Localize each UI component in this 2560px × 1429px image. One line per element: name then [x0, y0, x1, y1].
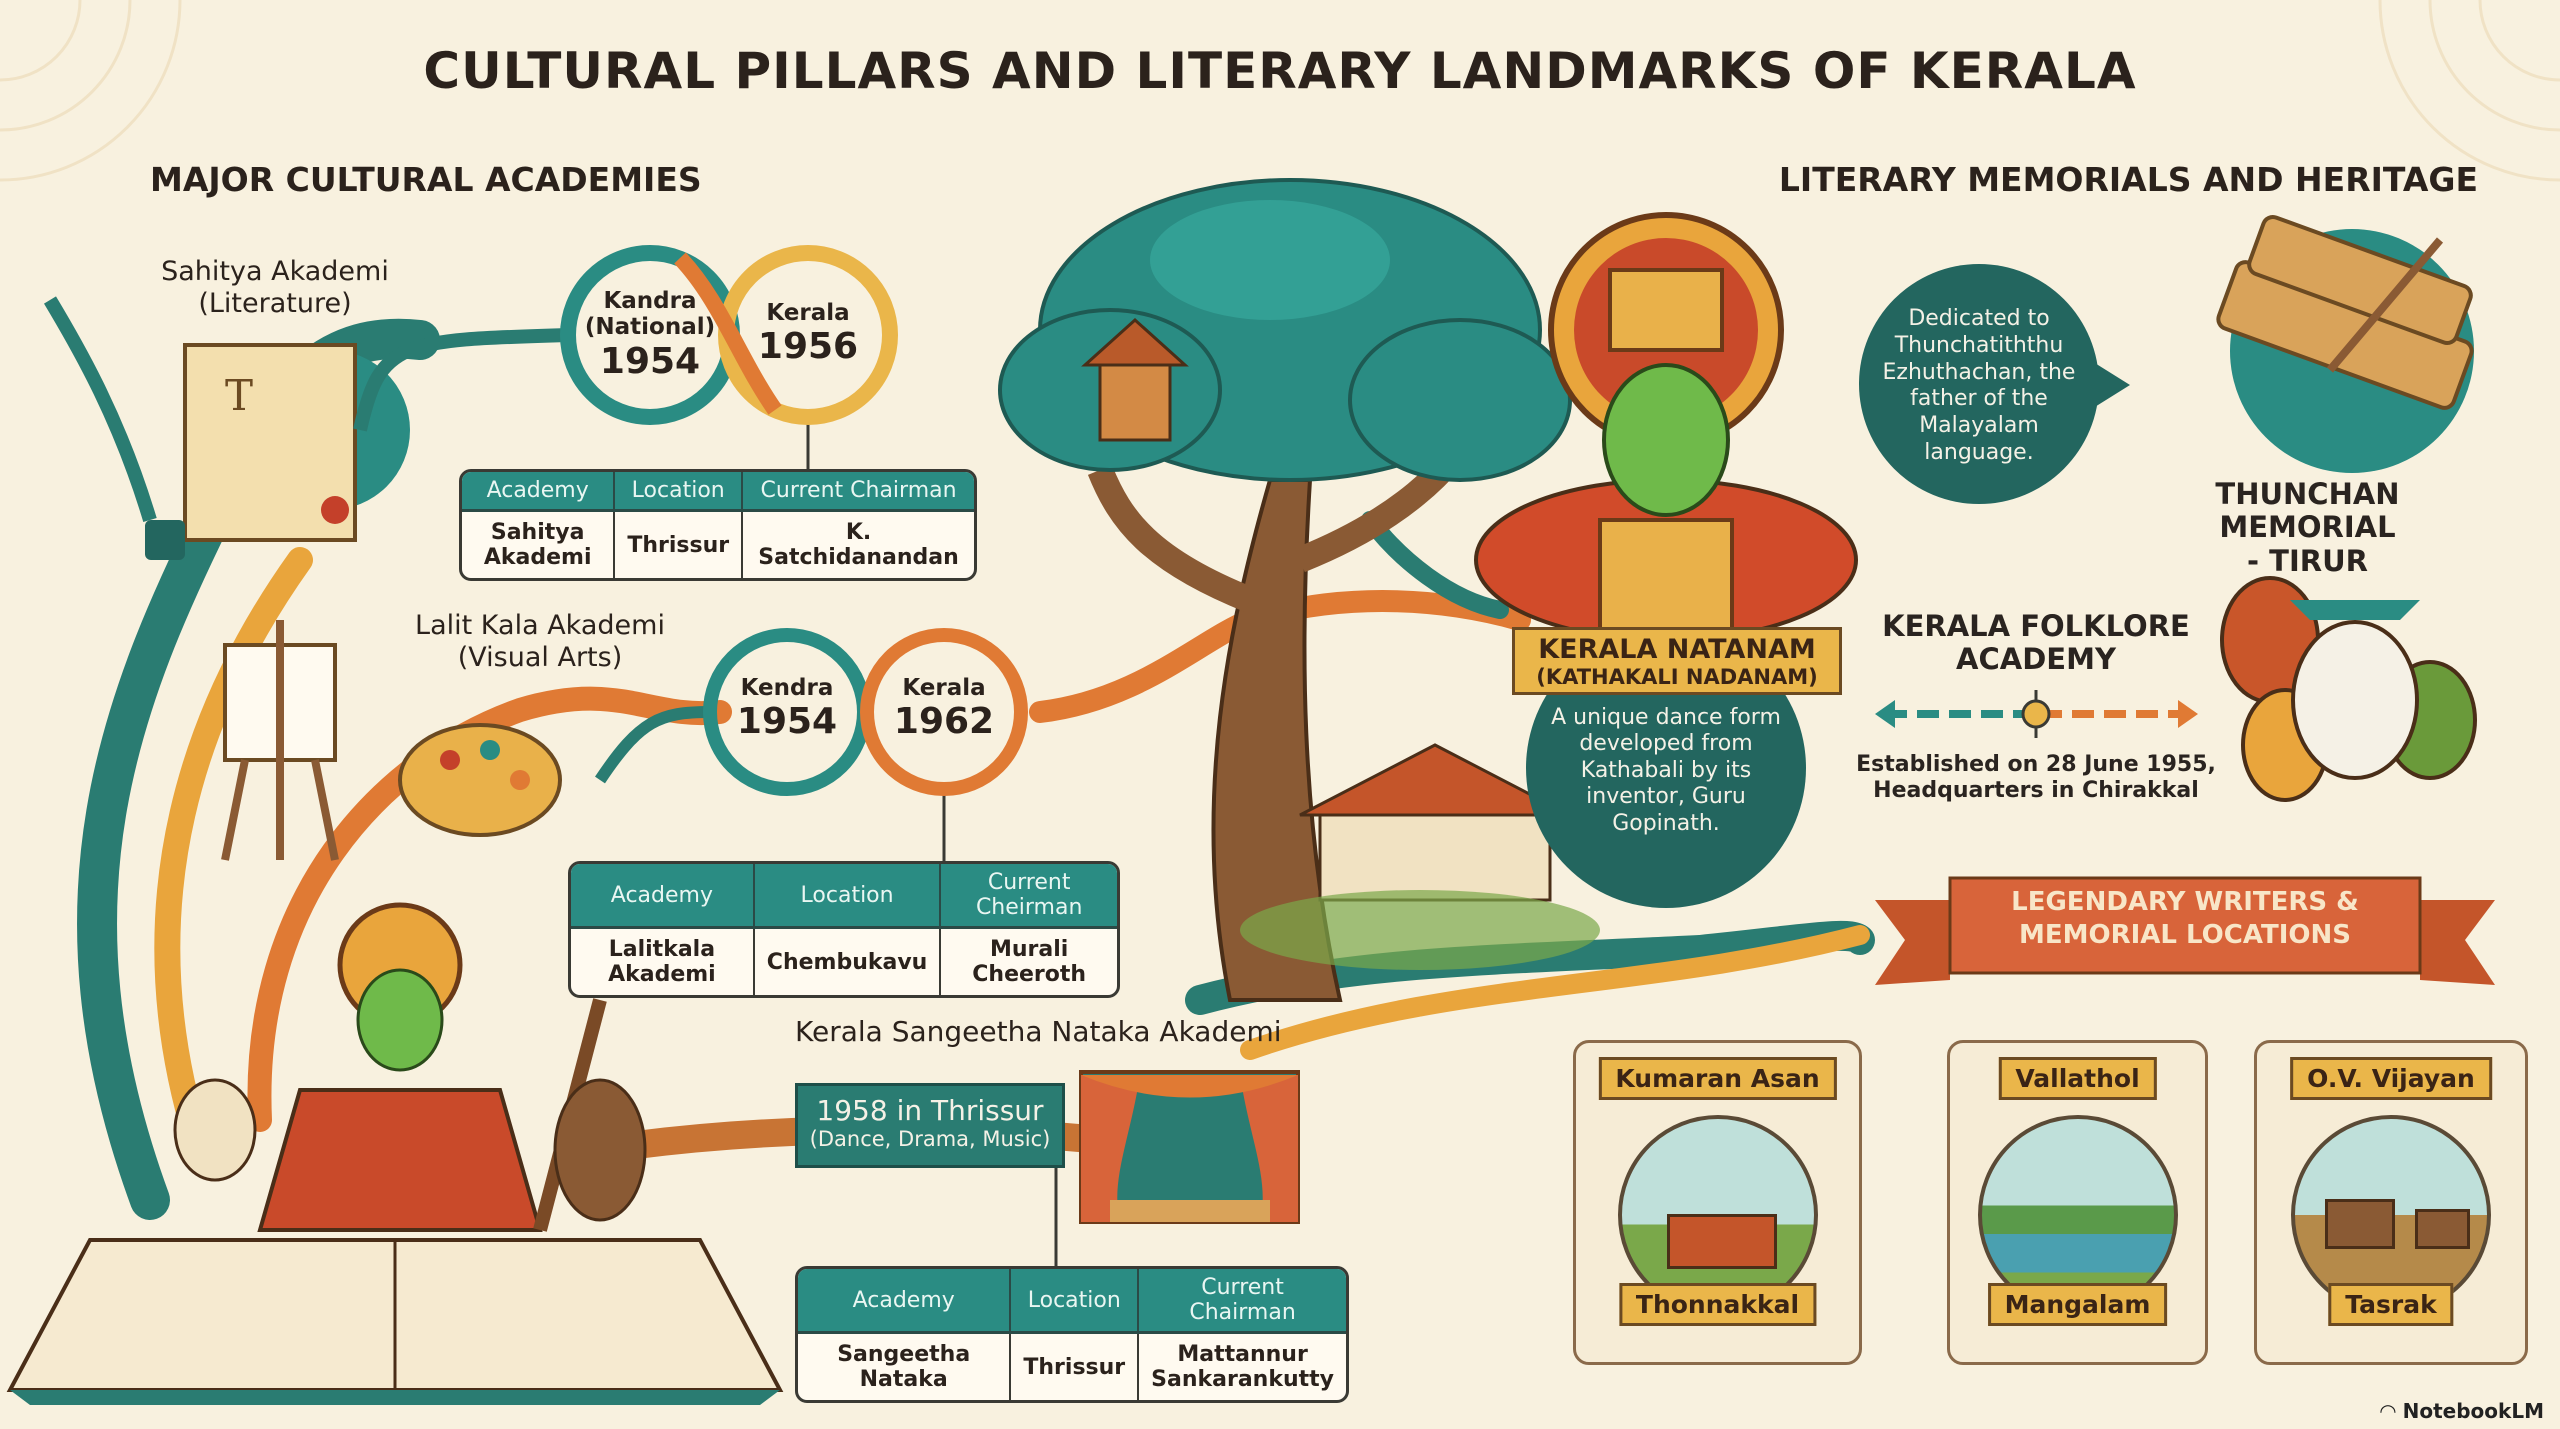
sangeetha-label: Kerala Sangeetha Nataka Akademi: [795, 1015, 1282, 1048]
section-heading-memorials: LITERARY MEMORIALS AND HERITAGE: [1778, 160, 2478, 199]
folklore-timeline-arrow: [1875, 690, 2198, 738]
tree-illustration: [998, 178, 1572, 1002]
notebooklm-watermark: ◠ NotebookLM: [2380, 1399, 2544, 1423]
table-header: Current Cheirman: [941, 864, 1117, 929]
thunchan-bubble-text: Dedicated to Thunchatiththu Ezhuthachan,…: [1882, 306, 2076, 466]
academy-name: Lalit Kala Akademi: [415, 610, 665, 641]
state-year-sahitya: Kerala 1956: [757, 300, 859, 368]
thunchan-title: THUNCHAN MEMORIAL - TIRUR: [2215, 477, 2400, 578]
writer-name: Kumaran Asan: [1598, 1057, 1837, 1100]
memorial-location: Thonnakkal: [1618, 1283, 1817, 1326]
national-year-sahitya: Kandra (National) 1954: [584, 288, 716, 382]
writer-card: O.V. Vijayan Tasrak: [2254, 1040, 2528, 1365]
table-header: Location: [615, 472, 744, 512]
national-year-lalitkala: Kendra 1954: [736, 675, 838, 743]
table-cell: Thrissur: [1011, 1334, 1140, 1400]
natanam-description-shape: [1526, 628, 1806, 908]
academy-field: (Visual Arts): [457, 642, 623, 674]
speech-bubble-shape: [1859, 264, 2130, 504]
table-cell: Thrissur: [615, 512, 744, 578]
open-book-illustration: [6, 1238, 784, 1405]
river-scene-icon: [1977, 1115, 2178, 1315]
sangeetha-banner: 1958 in Thrissur (Dance, Drama, Music): [795, 1083, 1065, 1168]
table-header: Academy: [798, 1269, 1012, 1334]
writer-card: Vallathol Mangalam: [1947, 1040, 2208, 1365]
writers-ribbon-text: LEGENDARY WRITERS & MEMORIAL LOCATIONS: [2011, 887, 2359, 950]
writer-card: Kumaran Asan Thonnakkal: [1573, 1040, 1862, 1365]
stage-curtain-illustration: [1079, 1070, 1300, 1224]
kathakali-performer-illustration: [173, 902, 647, 1232]
section-heading-academies: MAJOR CULTURAL ACADEMIES: [150, 160, 702, 199]
writers-ribbon-shape: [1875, 876, 2495, 985]
natanam-banner: KERALA NATANAM (KATHAKALI NADANAM): [1512, 627, 1842, 695]
table-header: Academy: [571, 864, 755, 929]
table-header: Academy: [462, 472, 616, 512]
sahitya-label: Sahitya Akademi (Literature): [130, 256, 420, 321]
table-cell: Murali Cheeroth: [972, 937, 1087, 987]
palm-leaf-manuscript-illustration: [2216, 215, 2474, 473]
table-cell: Mattannur Sankarankutty: [1151, 1342, 1335, 1392]
table-header: Current Chairman: [1139, 1269, 1346, 1334]
kathakali-dancer-illustration: [1474, 212, 1858, 642]
folklore-title: KERALA FOLKLORE ACADEMY: [1882, 609, 2190, 677]
natanam-description: A unique dance form developed from Katha…: [1551, 705, 1781, 836]
table-header: Current Chairman: [743, 472, 974, 512]
writer-name: Vallathol: [1998, 1057, 2157, 1100]
timeline-rings-sahitya: [560, 245, 898, 425]
page-title: CULTURAL PILLARS AND LITERARY LANDMARKS …: [423, 42, 2137, 100]
table-cell: Lalitkala Akademi: [571, 929, 755, 995]
timeline-rings-lalitkala: [703, 628, 1028, 796]
memorial-location: Tasrak: [2328, 1283, 2454, 1326]
notebooklm-logo-icon: ◠: [2380, 1399, 2403, 1423]
memorial-location: Mangalam: [1987, 1283, 2168, 1326]
easel-palette-illustration: [221, 620, 562, 861]
table-cell: K. Satchidanandan: [758, 520, 959, 570]
academy-name: Sahitya Akademi: [161, 256, 389, 287]
svg-text:T: T: [225, 371, 253, 420]
folklore-description: Established on 28 June 1955, Headquarter…: [1856, 752, 2216, 804]
table-header: Location: [754, 864, 942, 929]
house-scene-icon: [1617, 1115, 1818, 1315]
table-cell: Sahitya Akademi: [462, 512, 616, 578]
table-cell: Sangeetha Nataka: [798, 1334, 1012, 1400]
lalitkala-label: Lalit Kala Akademi (Visual Arts): [390, 610, 690, 675]
folklore-masks-illustration: [2220, 576, 2477, 802]
traditional-house-illustration: [1240, 743, 1600, 970]
table-cell: Chembukavu: [755, 929, 942, 995]
table-header: Location: [1011, 1269, 1140, 1334]
state-year-lalitkala: Kerala 1962: [893, 675, 995, 743]
writer-name: O.V. Vijayan: [2290, 1057, 2492, 1100]
academy-field: (Literature): [198, 288, 352, 320]
